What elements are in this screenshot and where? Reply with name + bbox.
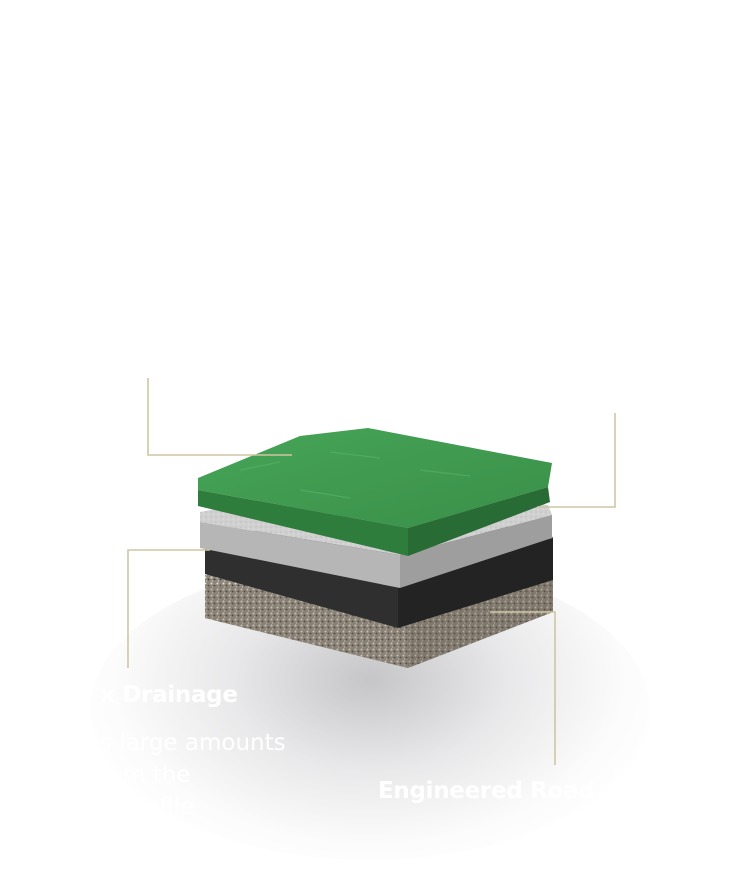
engineered-road-label: Engineered Road [378,778,595,804]
leader-lines [127,378,616,765]
drainage-description-line: s large amounts [100,730,286,756]
drainage-description-line: rom the [100,762,191,788]
drainage-description: s large amounts rom the e profile [100,727,350,823]
drainage-label: x Drainage [100,682,238,708]
leader-line-road [490,611,556,765]
leader-line-drainage [127,549,210,668]
leader-line-top-right [537,413,616,508]
leader-line-top-left [147,378,292,456]
turf-layer [198,428,552,556]
drainage-description-line: e profile [100,794,195,820]
